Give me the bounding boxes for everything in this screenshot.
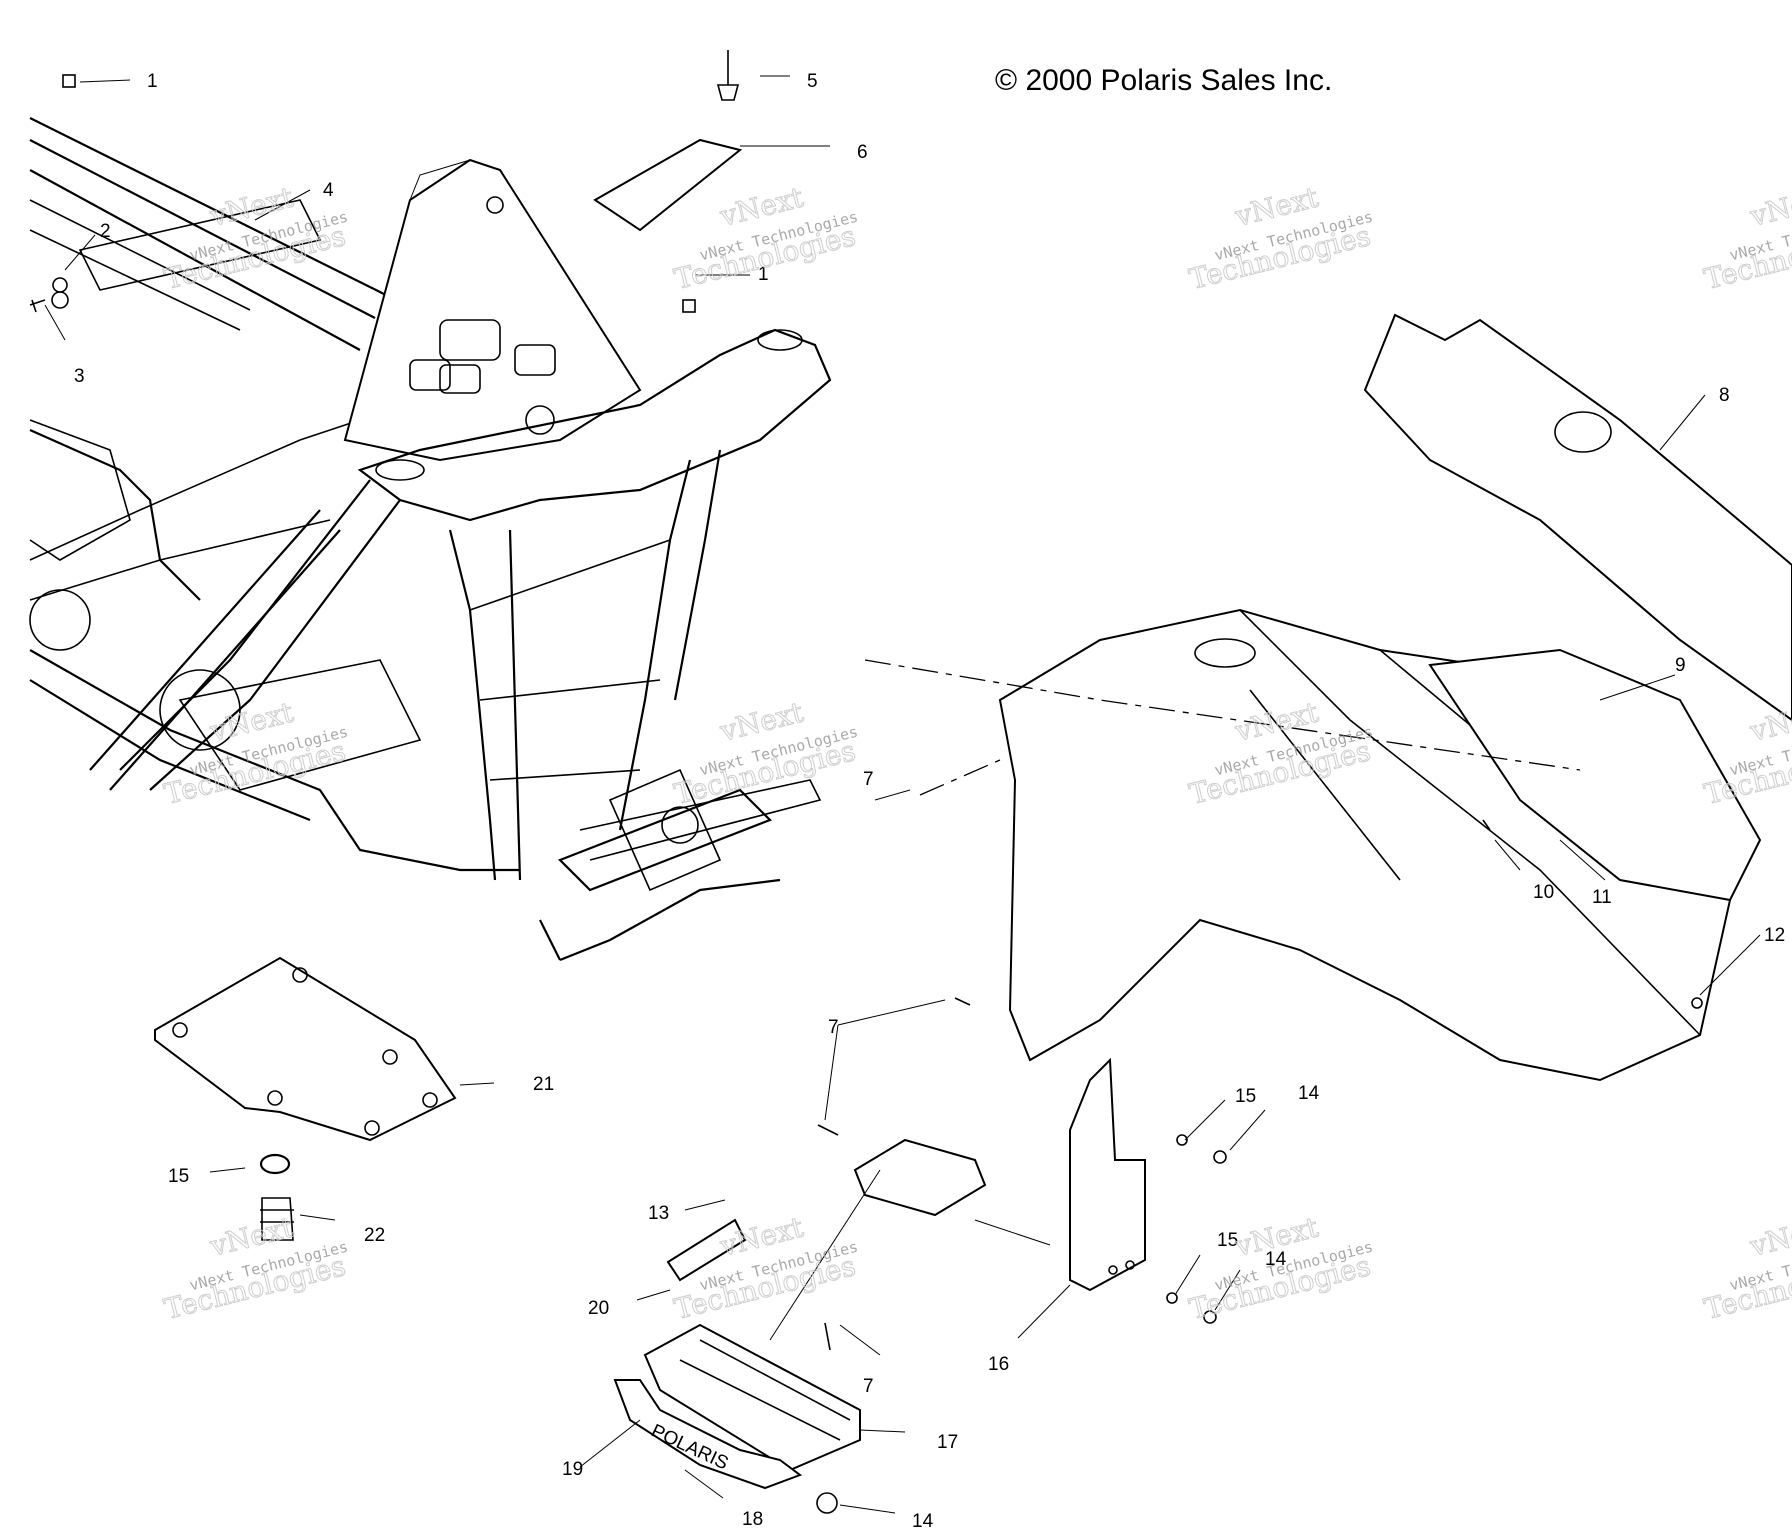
mud-flap-16 (1069, 1057, 1146, 1292)
guard-19 (613, 1379, 803, 1490)
callout-14b: 14 (1265, 1249, 1287, 1270)
plate-6 (593, 138, 743, 232)
washer-15 (259, 1153, 291, 1175)
callout-2: 2 (100, 221, 111, 242)
callout-15c: 15 (168, 1166, 189, 1187)
callout-5: 5 (807, 71, 818, 92)
skid-plate-21 (154, 956, 457, 1142)
callout-19: 19 (562, 1459, 583, 1480)
callout-13: 13 (648, 1203, 669, 1224)
callout-7a: 7 (863, 769, 874, 790)
top-panel-8 (1363, 313, 1792, 722)
rivet-5 (716, 50, 740, 101)
svg-text:Technologies: Technologies (1701, 219, 1792, 296)
callout-14c: 14 (912, 1511, 934, 1532)
callout-1b: 1 (758, 264, 769, 285)
callout-10: 10 (1533, 882, 1554, 903)
copyright-text: © 2000 Polaris Sales Inc. (995, 64, 1332, 97)
callout-16: 16 (988, 1354, 1009, 1375)
screw-3 (29, 299, 46, 313)
callout-7c: 7 (863, 1376, 874, 1397)
callout-12: 12 (1764, 925, 1785, 946)
svg-text:vNext: vNext (1746, 1210, 1792, 1263)
clip-1b (682, 299, 696, 313)
callout-17: 17 (937, 1432, 958, 1453)
nut-2 (52, 277, 68, 293)
callout-8: 8 (1719, 385, 1730, 406)
callout-3: 3 (74, 366, 85, 387)
bracket-20 (666, 1218, 747, 1282)
callout-22: 22 (364, 1225, 385, 1246)
svg-text:vNext: vNext (1746, 180, 1792, 233)
callouts: 1 1 2 3 4 5 6 7 7 7 8 9 10 11 12 13 14 1… (74, 71, 1785, 1532)
callout-21: 21 (533, 1074, 554, 1095)
footrest-17 (643, 1323, 861, 1472)
callout-14a: 14 (1298, 1083, 1320, 1104)
svg-text:Technologies: Technologies (1701, 1249, 1792, 1326)
callout-6: 6 (857, 142, 868, 163)
callout-7b: 7 (828, 1017, 839, 1038)
clip-1a (62, 74, 76, 88)
callout-18: 18 (742, 1509, 763, 1530)
callout-15b: 15 (1217, 1230, 1238, 1251)
callout-4: 4 (323, 180, 334, 201)
leader-lines (44, 75, 1761, 1514)
callout-9: 9 (1675, 655, 1686, 676)
callout-20: 20 (588, 1298, 609, 1319)
callout-11: 11 (1592, 887, 1612, 908)
callout-1a: 1 (147, 71, 158, 92)
callout-15a: 15 (1235, 1086, 1256, 1107)
frame-assembly (29, 117, 832, 962)
bushing-22 (260, 1197, 294, 1241)
step-plate (853, 1138, 987, 1217)
